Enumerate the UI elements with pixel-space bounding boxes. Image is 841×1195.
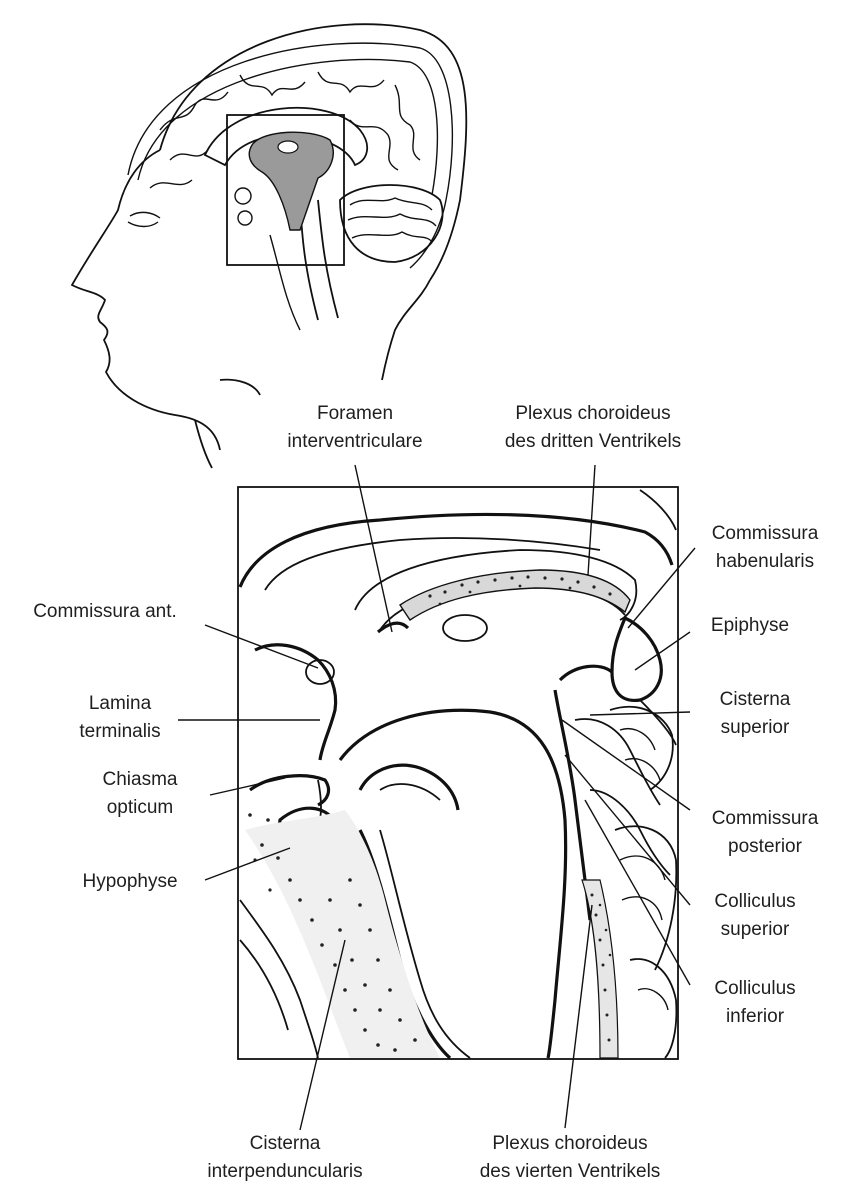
label-commissura-ant: Commissura ant. [0,598,210,626]
leader-cisterna-sup [590,712,690,715]
label-epiphyse: Epiphyse [690,612,810,640]
leader-epiphyse [635,632,690,670]
label-commissura-posterior: Commissuraposterior [690,805,840,861]
cerebellum-folia [610,707,676,1058]
label-chiasma-opticum: Chiasmaopticum [70,766,210,822]
label-colliculus-superior: Colliculussuperior [690,888,820,944]
leader-chiasma [210,778,285,795]
neck-front [195,420,212,468]
pituitary-small [238,211,252,225]
colliculus-sup-shape [575,719,660,805]
foramen-opening [378,623,408,632]
habenula-line [560,666,612,680]
eyebrow [130,212,160,218]
label-colliculus-inferior: Colliculusinferior [690,975,820,1031]
chiasma-shape [250,776,329,805]
jaw-line [220,380,260,395]
spinal-line [270,235,300,330]
cisterna-sup-edge [640,700,676,745]
leader-foramen [355,465,392,632]
leader-commissura-hab [628,548,695,628]
anterior-wall [255,645,336,760]
mammillary-top [360,765,458,810]
label-cisterna-interpenduncularis: Cisternainterpenduncularis [180,1130,390,1186]
face-outline [72,150,220,450]
label-plexus-third: Plexus choroideusdes dritten Ventrikels [468,400,718,456]
leader-plexus-fourth [565,905,592,1128]
zoomed-section [238,487,678,1059]
adhesio [278,141,298,153]
label-commissura-habenularis: Commissurahabenularis [690,520,840,576]
optic-chiasm-small [235,188,251,204]
cisterna-inter-dots [245,810,440,1058]
mammillary-inner [380,784,440,800]
plexus-third-band [400,570,630,620]
corner-curve [640,490,676,530]
label-hypophyse: Hypophyse [55,868,205,896]
cerebellum [340,185,443,262]
label-plexus-fourth: Plexus choroideusdes vierten Ventrikels [440,1130,700,1186]
brainstem-back [318,200,338,318]
neck-back [382,280,430,380]
label-lamina-terminalis: Laminaterminalis [55,690,185,746]
adhesio-interthalamica [443,615,487,641]
corpus-callosum-arch [240,514,672,587]
epiphyse-shape [612,618,661,700]
basal-line-2 [240,940,288,1030]
leader-commissura-ant [205,625,318,668]
label-cisterna-superior: Cisternasuperior [690,686,820,742]
eye [128,222,158,227]
label-foramen: Forameninterventriculare [265,400,445,456]
